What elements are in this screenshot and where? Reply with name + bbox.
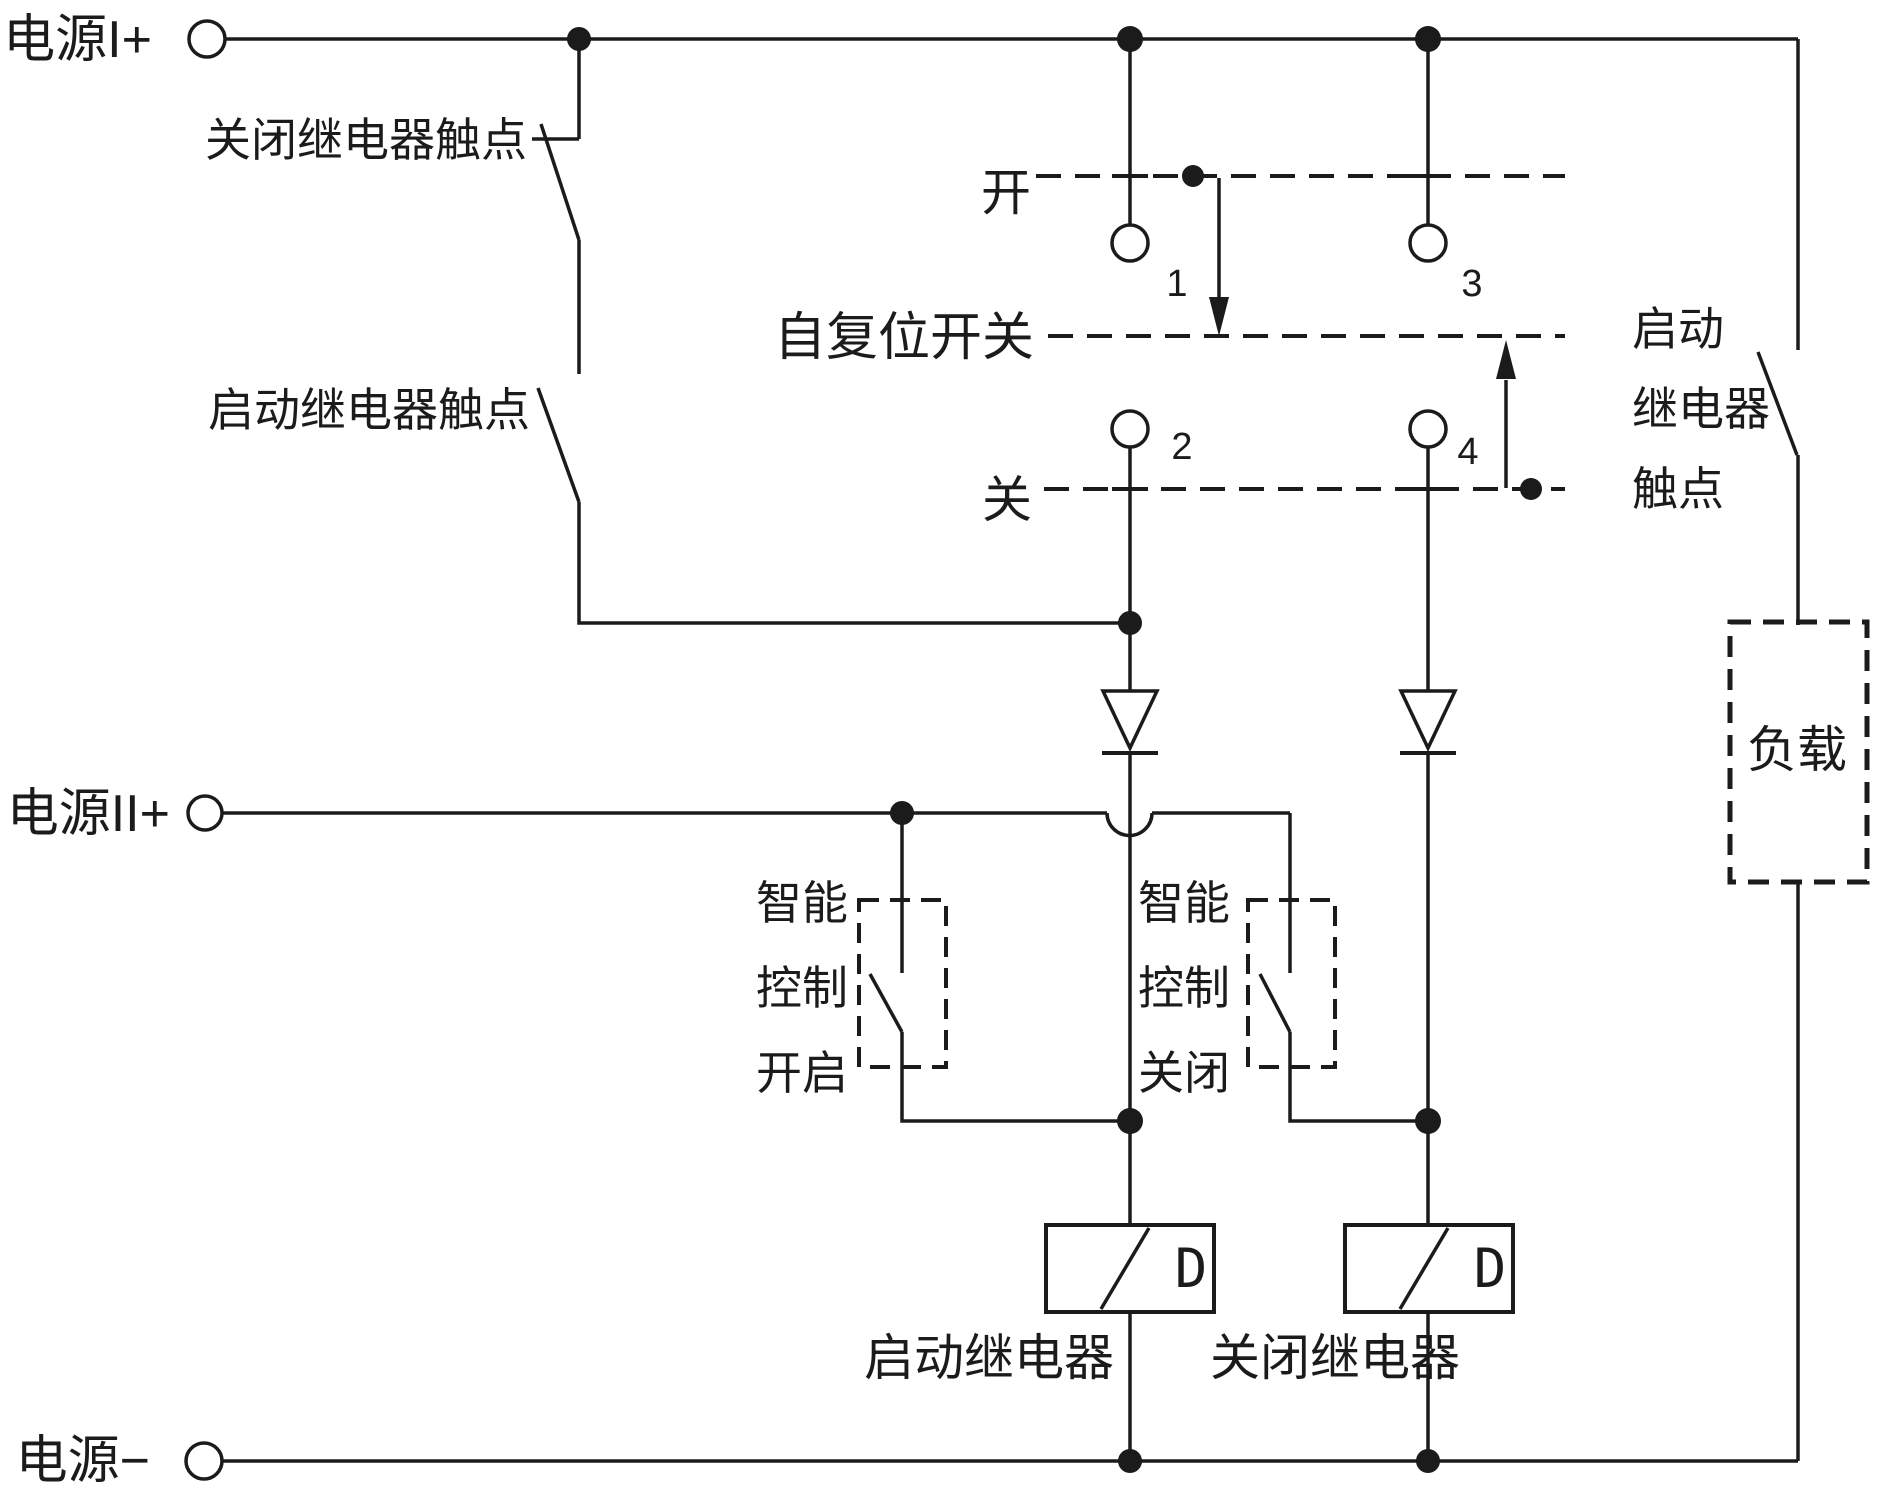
- smart-close-label-line3: 关闭: [1138, 1047, 1230, 1099]
- junction-dot: [1118, 611, 1142, 635]
- power1-label: 电源I+: [3, 11, 152, 69]
- junction-dot: [1118, 1449, 1142, 1473]
- smart-open-label-line3: 开启: [756, 1047, 848, 1099]
- open-row-node-dot: [1182, 165, 1204, 187]
- junction-dot: [567, 27, 591, 51]
- junction-dot: [1415, 1108, 1441, 1134]
- load-label: 负载: [1747, 722, 1847, 778]
- close-relay-coil-box: [1343, 1223, 1515, 1314]
- pin3-label: 3: [1461, 263, 1482, 305]
- close-relay-label: 关闭继电器: [1210, 1330, 1460, 1386]
- start-relay-contact-right-label-line1: 启动: [1632, 303, 1724, 355]
- start-relay-coil-glyph: D: [1175, 1237, 1208, 1300]
- press-arrow-head-icon: [1209, 297, 1229, 336]
- smart-open-blade: [868, 973, 904, 1033]
- start-relay-contact-blade: [536, 387, 581, 503]
- start-relay-coil-slash: [1099, 1227, 1151, 1310]
- pin2-contact-icon: [1110, 409, 1150, 449]
- power2-label: 电源II+: [7, 785, 170, 843]
- smart-open-box: [857, 898, 948, 1069]
- close-relay-contact-label: 关闭继电器触点: [205, 114, 527, 166]
- self-reset-switch-label: 自复位开关: [774, 309, 1034, 367]
- pin4-label: 4: [1457, 431, 1478, 473]
- smart-close-label-line2: 控制: [1138, 962, 1230, 1014]
- smart-open-out-wire: [900, 1032, 1130, 1123]
- start-relay-label: 启动继电器: [864, 1330, 1114, 1386]
- diode-start-icon: [1100, 689, 1160, 753]
- pin1-contact-icon: [1110, 223, 1150, 263]
- open-row-label: 开: [981, 165, 1031, 221]
- close-row-node-dot: [1520, 478, 1542, 500]
- diode-close-icon: [1398, 689, 1458, 753]
- smart-close-box: [1246, 898, 1337, 1069]
- close-row-label: 关: [982, 472, 1032, 528]
- start-relay-contact-label: 启动继电器触点: [208, 384, 530, 436]
- close-relay-coil-slash: [1398, 1227, 1450, 1310]
- contact-chain-to-columnA-wire: [577, 502, 1130, 625]
- power2-terminal-icon: [186, 794, 224, 832]
- smart-open-label-line1: 智能: [756, 877, 848, 929]
- close-relay-coil-glyph: D: [1474, 1237, 1507, 1300]
- start-relay-coil-box: [1044, 1223, 1216, 1314]
- smart-open-label-line2: 控制: [756, 962, 848, 1014]
- junction-dot: [1117, 1108, 1143, 1134]
- smart-close-label-line1: 智能: [1138, 877, 1230, 929]
- power1-terminal-icon: [187, 19, 227, 59]
- junction-dot: [1415, 26, 1441, 52]
- pin1-label: 1: [1166, 263, 1187, 305]
- power-minus-terminal-icon: [184, 1441, 224, 1481]
- pin3-contact-icon: [1408, 223, 1448, 263]
- close-relay-contact-blade: [539, 123, 581, 241]
- pin4-contact-icon: [1408, 409, 1448, 449]
- start-relay-contact-right-label-line2: 继电器: [1632, 383, 1770, 435]
- smart-close-blade: [1258, 973, 1292, 1033]
- smart-close-out-wire: [1288, 1032, 1428, 1123]
- start-relay-contact-right-label-line3: 触点: [1632, 463, 1724, 515]
- junction-dot: [1416, 1449, 1440, 1473]
- load-box: [1727, 619, 1870, 885]
- release-arrow-head-icon: [1496, 340, 1516, 379]
- junction-dot: [890, 801, 914, 825]
- pin2-label: 2: [1171, 426, 1192, 468]
- start-relay-contact-right-blade: [1756, 351, 1799, 456]
- power-minus-label: 电源−: [16, 1432, 150, 1490]
- junction-dot: [1117, 26, 1143, 52]
